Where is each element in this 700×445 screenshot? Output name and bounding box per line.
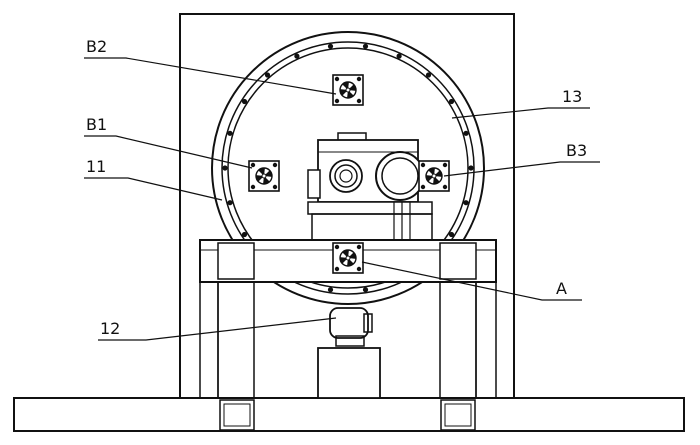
sensor-screw bbox=[356, 98, 362, 104]
lower-motor-mount bbox=[335, 335, 365, 347]
ring-bolt bbox=[327, 287, 334, 293]
gearbox-side-flange bbox=[307, 169, 321, 199]
leader-11 bbox=[84, 177, 223, 201]
ring-bolt bbox=[227, 200, 233, 206]
ring-bolt bbox=[294, 53, 300, 59]
output-shaft-mid bbox=[334, 164, 358, 188]
label-b2: B2 bbox=[86, 37, 107, 56]
ring-bolt bbox=[362, 43, 369, 49]
sensor-b3 bbox=[418, 160, 450, 192]
ring-bolt bbox=[241, 231, 248, 238]
sensor-screw bbox=[356, 76, 362, 82]
ring-bolt bbox=[241, 98, 248, 105]
gearbox-mount-plate bbox=[307, 201, 433, 215]
ring-bolt bbox=[264, 72, 271, 78]
sensor-screw bbox=[356, 266, 362, 272]
frame-block-left bbox=[217, 242, 255, 280]
sensor-screw bbox=[334, 244, 340, 250]
ring-bolt bbox=[448, 231, 455, 238]
foot-block-right bbox=[440, 399, 476, 431]
sensor-screw bbox=[334, 76, 340, 82]
ring-bolt bbox=[463, 200, 469, 206]
ring-bolt bbox=[425, 72, 432, 78]
sensor-b1 bbox=[248, 160, 280, 192]
sensor-screw bbox=[250, 184, 256, 190]
sensor-hub bbox=[345, 87, 351, 93]
lower-motor-pedestal bbox=[317, 347, 381, 399]
sensor-screw bbox=[442, 184, 448, 190]
sensor-b2 bbox=[332, 74, 364, 106]
leader-13 bbox=[451, 107, 590, 119]
lower-motor-endcap bbox=[363, 313, 373, 333]
sensor-a bbox=[332, 242, 364, 274]
sensor-hub bbox=[261, 173, 267, 179]
ring-bolt bbox=[227, 130, 233, 136]
sensor-screw bbox=[334, 98, 340, 104]
foot-block-left bbox=[219, 399, 255, 431]
lower-motor bbox=[317, 307, 381, 399]
ring-bolt bbox=[468, 165, 474, 171]
leader-a bbox=[361, 261, 582, 301]
sensor-screw bbox=[250, 162, 256, 168]
sensor-screw bbox=[420, 162, 426, 168]
ring-outer bbox=[211, 31, 485, 305]
label-a: A bbox=[556, 279, 567, 298]
leader-b1 bbox=[84, 135, 253, 169]
sensor-screw bbox=[334, 266, 340, 272]
frame-leg-left-outer bbox=[199, 281, 219, 399]
foot-block-right-inner bbox=[444, 403, 472, 427]
sensor-screw bbox=[356, 244, 362, 250]
ring-bolt bbox=[448, 98, 455, 105]
label-12: 12 bbox=[100, 319, 120, 338]
frame-leg-right-outer bbox=[475, 281, 497, 399]
label-b3: B3 bbox=[566, 141, 587, 160]
label-11: 11 bbox=[86, 157, 106, 176]
motor-outer bbox=[375, 151, 425, 201]
leader-b3 bbox=[443, 161, 600, 177]
ring-inner bbox=[227, 47, 469, 289]
frame-leg-left bbox=[217, 281, 255, 399]
sensor-hub bbox=[345, 255, 351, 261]
output-shaft-outer bbox=[329, 159, 363, 193]
ring-bolt bbox=[222, 165, 228, 171]
leader-lines bbox=[84, 57, 600, 341]
ring-bolt bbox=[396, 53, 402, 59]
ring-bolt bbox=[362, 287, 369, 293]
leader-12 bbox=[98, 317, 337, 341]
gearbox-base bbox=[311, 213, 433, 241]
sensor-screw bbox=[272, 184, 278, 190]
ring-bolt bbox=[463, 130, 469, 136]
ring-bolt bbox=[327, 43, 334, 49]
leader-b2 bbox=[84, 57, 337, 95]
sensor-screw bbox=[420, 184, 426, 190]
motor-inner bbox=[381, 157, 419, 195]
lower-motor-body bbox=[329, 307, 369, 339]
gearbox-assembly bbox=[307, 132, 433, 241]
label-13: 13 bbox=[562, 87, 582, 106]
label-b1: B1 bbox=[86, 115, 107, 134]
frame-block-right bbox=[439, 242, 477, 280]
output-shaft-inner bbox=[339, 169, 353, 183]
base-plate bbox=[13, 397, 685, 432]
sensor-screw bbox=[442, 162, 448, 168]
sensor-hub bbox=[431, 173, 437, 179]
frame-leg-right bbox=[439, 281, 477, 399]
ring-middle bbox=[221, 41, 475, 295]
sensor-screw bbox=[272, 162, 278, 168]
foot-block-left-inner bbox=[223, 403, 251, 427]
